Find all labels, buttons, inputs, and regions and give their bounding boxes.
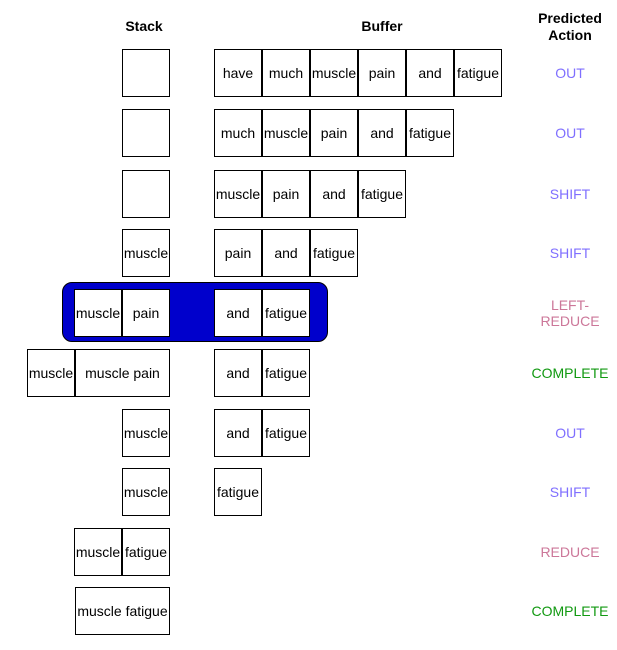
buffer-cell: pain [214, 229, 262, 277]
stack-cell: muscle pain [75, 349, 170, 397]
predicted-action-header: Predicted Action [538, 10, 602, 43]
stack-header: Stack [125, 18, 163, 34]
predicted-action-label: COMPLETE [531, 603, 609, 619]
buffer-cell: fatigue [262, 409, 310, 457]
buffer-cell: muscle [310, 49, 358, 97]
buffer-cell: fatigue [358, 170, 406, 218]
stack-cell: muscle [27, 349, 75, 397]
buffer-cell: and [406, 49, 454, 97]
stack-cell: muscle [122, 409, 170, 457]
predicted-action-label: OUT [555, 425, 585, 441]
buffer-cell: fatigue [406, 109, 454, 157]
buffer-cell: pain [310, 109, 358, 157]
buffer-cell: pain [262, 170, 310, 218]
buffer-cell: and [262, 229, 310, 277]
predicted-action-label: OUT [555, 125, 585, 141]
stack-cell: fatigue [122, 528, 170, 576]
predicted-action-label: REDUCE [540, 544, 600, 560]
buffer-cell: and [310, 170, 358, 218]
buffer-cell: and [214, 289, 262, 337]
buffer-cell: fatigue [214, 468, 262, 516]
buffer-cell: and [214, 409, 262, 457]
buffer-cell: and [214, 349, 262, 397]
empty-stack-cell [122, 49, 170, 97]
buffer-cell: fatigue [310, 229, 358, 277]
stack-cell: muscle fatigue [75, 587, 170, 635]
empty-stack-cell [122, 109, 170, 157]
predicted-action-label: LEFT-REDUCE [540, 297, 600, 329]
predicted-action-label: COMPLETE [531, 365, 609, 381]
buffer-cell: muscle [262, 109, 310, 157]
stack-cell: muscle [74, 289, 122, 337]
stack-cell: muscle [122, 229, 170, 277]
buffer-cell: fatigue [454, 49, 502, 97]
stack-cell: pain [122, 289, 170, 337]
buffer-cell: fatigue [262, 289, 310, 337]
buffer-header: Buffer [361, 18, 403, 34]
predicted-action-label: SHIFT [549, 245, 591, 261]
buffer-cell: much [214, 109, 262, 157]
buffer-cell: have [214, 49, 262, 97]
buffer-cell: much [262, 49, 310, 97]
predicted-action-label: SHIFT [549, 484, 591, 500]
predicted-action-label: SHIFT [549, 186, 591, 202]
buffer-cell: pain [358, 49, 406, 97]
predicted-action-label: OUT [555, 65, 585, 81]
buffer-cell: fatigue [262, 349, 310, 397]
buffer-cell: and [358, 109, 406, 157]
stack-cell: muscle [122, 468, 170, 516]
stack-cell: muscle [74, 528, 122, 576]
empty-stack-cell [122, 170, 170, 218]
buffer-cell: muscle [214, 170, 262, 218]
